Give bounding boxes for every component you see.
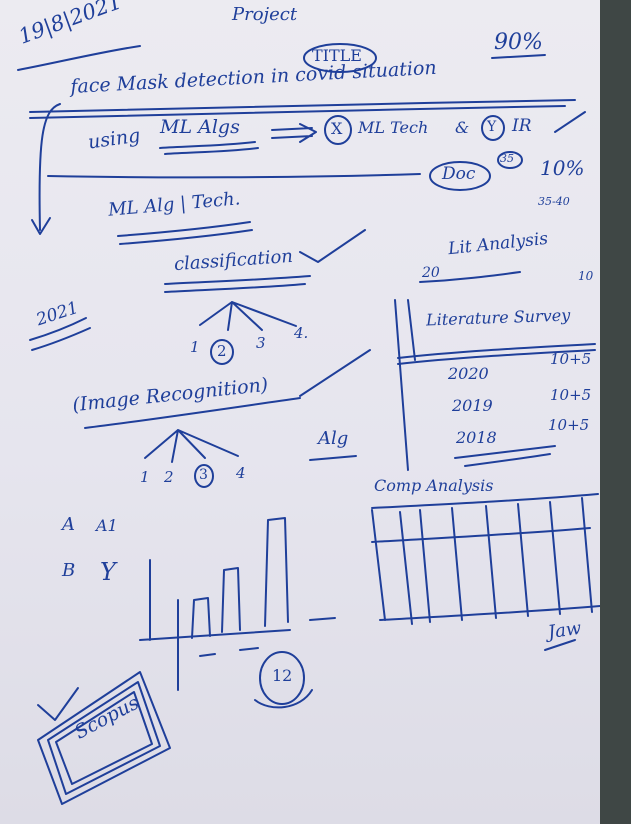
title-oval	[303, 43, 377, 73]
twenty: 20	[422, 265, 440, 281]
title-underline	[29, 99, 576, 113]
lit-survey-frame	[394, 299, 416, 471]
item-a-value: A1	[96, 516, 118, 535]
branch-1-item: 2	[217, 342, 227, 360]
tree-2	[144, 429, 239, 463]
bar-chart-sketch	[139, 517, 336, 691]
ir-label: IR	[512, 116, 532, 136]
ml-algs: ML Algs	[160, 116, 240, 138]
branch-2-item: 1	[140, 468, 150, 486]
branch-2-item: 3	[199, 467, 208, 483]
scopus-box	[37, 671, 171, 805]
y-mark: Y	[487, 119, 497, 135]
y-circle	[481, 115, 505, 141]
range: 35-40	[538, 195, 570, 208]
item-a: A	[62, 514, 75, 535]
circled-number: 12	[272, 666, 293, 685]
amp: &	[455, 118, 470, 137]
heading: Project	[232, 4, 298, 25]
branch-1-item: 4.	[294, 324, 309, 342]
doc-count-circle	[497, 151, 523, 169]
item-b-value: Y	[100, 558, 116, 586]
percent-top: 90%	[494, 30, 543, 55]
comp-analysis-table	[371, 493, 600, 625]
ink-strokes	[17, 43, 600, 805]
x-circle	[324, 115, 352, 145]
branch-2-item: 4	[236, 464, 246, 482]
doc-label: Doc	[442, 164, 476, 184]
survey-row-year: 2019	[452, 396, 493, 415]
signature: Jaw	[546, 617, 583, 644]
title-label: TITLE	[312, 46, 362, 65]
ten-label: 10	[578, 269, 594, 283]
circled-12	[259, 651, 305, 705]
notebook-page: 19|8|2021 Project 90% TITLE face Mask de…	[0, 0, 600, 824]
survey-row-count: 10+5	[548, 416, 590, 434]
tree-1	[199, 301, 297, 331]
date-underline	[17, 45, 141, 71]
x-mark: X	[331, 119, 343, 138]
percent-doc: 10%	[540, 156, 585, 180]
doc-oval	[429, 161, 491, 191]
branch-1-item: 3	[256, 334, 266, 352]
branch-2-item: 2	[164, 468, 174, 486]
doc-count: 35	[500, 152, 514, 165]
comp-analysis: Comp Analysis	[374, 476, 494, 495]
survey-row-year: 2018	[456, 428, 497, 447]
ml-tech: ML Tech	[358, 118, 429, 137]
survey-row-year: 2020	[448, 364, 489, 383]
branch-1-item: 1	[190, 338, 200, 356]
item-b: B	[62, 560, 76, 581]
survey-row-count: 10+5	[550, 350, 592, 368]
survey-row-count: 10+5	[550, 386, 592, 404]
bracket-arrow	[38, 103, 61, 231]
alg-label: Alg	[318, 428, 349, 449]
